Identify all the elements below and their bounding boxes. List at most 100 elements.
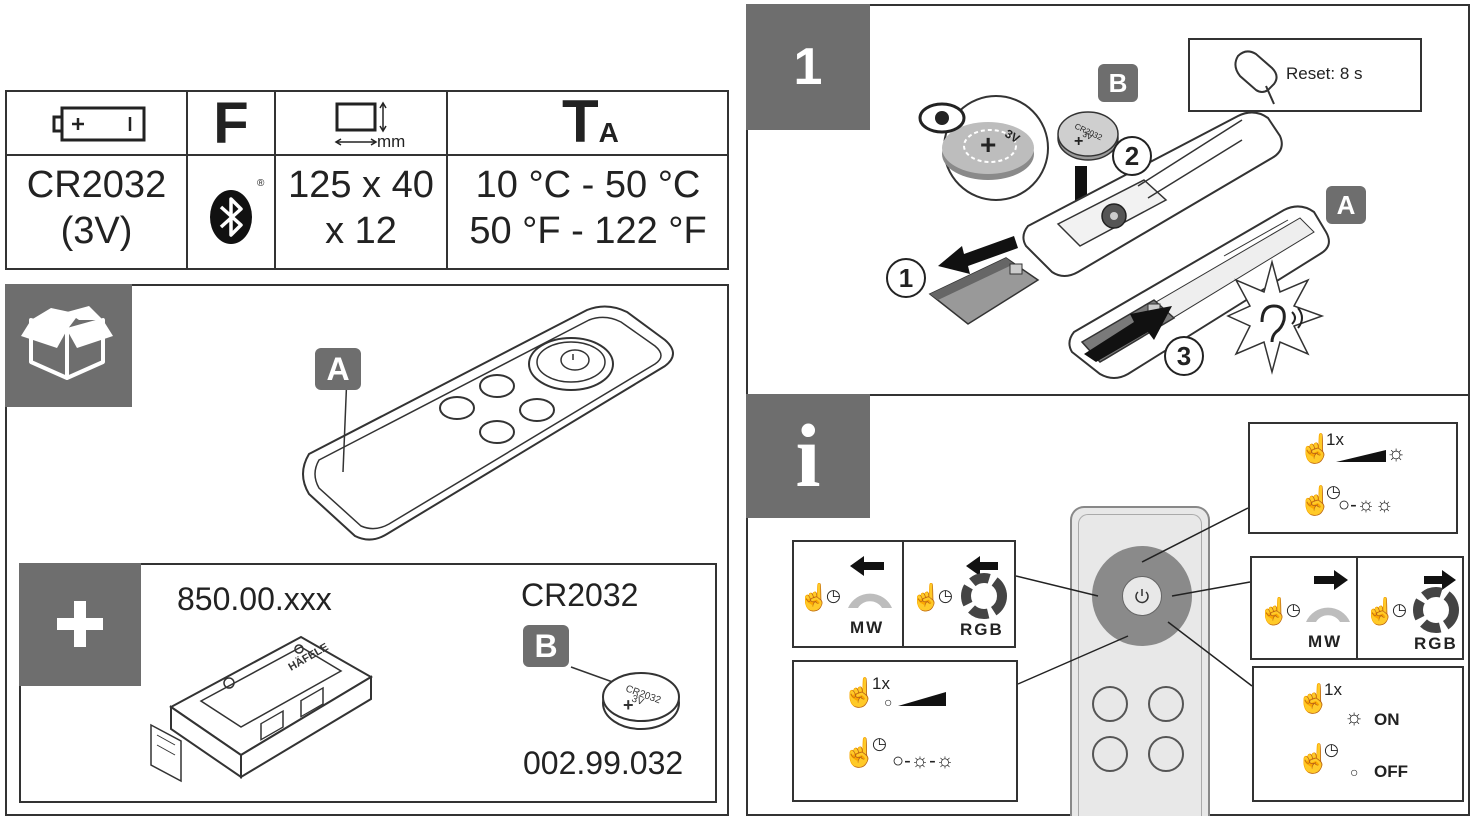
dimensions-spec: 125 x 40 x 12 <box>276 162 446 254</box>
step1-tag: 1 <box>746 4 870 130</box>
preset-button-1[interactable] <box>1092 686 1128 722</box>
spec-divider <box>7 154 727 156</box>
remove-arrow <box>938 236 1018 274</box>
hand-hold-icon: ☝ <box>1298 485 1333 516</box>
step-number-2: 2 <box>1112 136 1152 176</box>
box-icon <box>21 306 113 380</box>
polarity-zoom: + 3V <box>918 95 1049 201</box>
plus-icon <box>57 601 103 647</box>
mw-label: MW <box>1308 632 1343 651</box>
step1-battery: CR2032 3V + <box>1057 111 1119 161</box>
preset-button-2[interactable] <box>1148 686 1184 722</box>
remote-illustration <box>302 305 674 541</box>
ambient-temp-line1: 10 °C - 50 °C <box>475 164 701 206</box>
clock-icon: ◷ <box>1286 600 1301 619</box>
press-count-label: 1x <box>1326 430 1344 449</box>
off-dot-icon: ○ <box>1350 764 1359 780</box>
off-label: OFF <box>1374 762 1408 781</box>
ambient-symbol-sub: A <box>598 117 619 148</box>
coin-text-2: 3V <box>630 693 646 708</box>
remote-label: A <box>315 348 361 390</box>
spec-divider <box>446 92 448 268</box>
spec-divider <box>186 92 188 268</box>
rgb-wheel-icon <box>1413 570 1459 633</box>
hand-icon: ☝ <box>1298 433 1333 464</box>
svg-text:+: + <box>980 129 996 160</box>
step1-label-b: B <box>1098 64 1138 102</box>
step1-panel: 1 Reset: 8 s + 3V B CR2032 3V + <box>746 4 1470 396</box>
brightness-up-box: ☝ 1x ☼ ☝ ◷ ○-☼☼ <box>1248 422 1458 534</box>
ambient-symbol-main: T <box>562 88 599 155</box>
zoom-voltage: 3V <box>1003 126 1023 145</box>
mw-label: MW <box>850 618 885 637</box>
color-cw-box: ☝ ◷ MW ☝ ◷ RGB <box>1250 556 1464 660</box>
hand-hold-icon: ☝ <box>842 737 877 768</box>
clock-icon: ◷ <box>1392 600 1407 619</box>
press-count-label: 1x <box>1324 680 1342 699</box>
remote-front-inner <box>1078 514 1202 816</box>
open-remote <box>1022 111 1283 277</box>
leader-lines <box>1015 507 1253 687</box>
ambient-temp-spec: 10 °C - 50 °C 50 °F - 122 °F <box>448 162 728 254</box>
clock-icon: ◷ <box>1326 482 1341 501</box>
battery-label: B <box>523 625 569 667</box>
step-number-1: 1 <box>886 258 926 298</box>
svg-text:+: + <box>1074 133 1083 150</box>
hand-press-icon <box>1234 50 1278 105</box>
coin-battery-illustration: CR2032 3V + <box>570 666 680 730</box>
info-panel: i ☝ 1x ☼ ☝ ◷ ○-☼☼ ☝ ◷ <box>746 394 1470 816</box>
hand-hold-icon: ☝ <box>1364 596 1397 626</box>
rgb-label: RGB <box>960 620 1004 639</box>
color-ccw-box: ☝ ◷ MW ☝ ◷ RGB <box>792 540 1016 648</box>
preset-button-4[interactable] <box>1148 736 1184 772</box>
clock-icon: ◷ <box>938 586 953 605</box>
svg-text:+: + <box>623 695 634 715</box>
click-sound-icon <box>1226 259 1325 375</box>
hand-icon: ☝ <box>842 677 877 708</box>
mw-arc-icon <box>1306 570 1350 622</box>
preset-button-3[interactable] <box>1092 736 1128 772</box>
hand-hold-icon: ☝ <box>1296 743 1331 774</box>
additional-items-panel: 850.00.xxx HÄFELE CR2032 B CR2032 3V + 0… <box>19 563 717 803</box>
battery-spec: CR2032 (3V) <box>7 162 186 254</box>
step-number-3: 3 <box>1164 336 1204 376</box>
dimensions-unit: mm <box>377 132 406 151</box>
receiver-code: 850.00.xxx <box>177 581 332 617</box>
clock-icon: ◷ <box>1324 740 1339 759</box>
divider <box>902 542 904 646</box>
sun-icon: ☼ <box>1386 440 1407 465</box>
battery-icon <box>52 106 146 142</box>
battery-spec-line2: (3V) <box>60 210 133 252</box>
clock-icon: ◷ <box>872 734 887 753</box>
dimensions-spec-line1: 125 x 40 <box>288 164 434 206</box>
press-count-label: 1x <box>872 674 890 693</box>
bluetooth-icon <box>210 190 252 244</box>
hand-hold-icon: ☝ <box>1258 596 1291 626</box>
receiver-illustration: HÄFELE <box>150 635 373 783</box>
hand-icon: ☝ <box>1296 683 1331 714</box>
reset-callout: Reset: 8 s <box>1188 38 1422 112</box>
ambient-temp-symbol: TA <box>562 90 619 165</box>
step1-battery-text-2: 3V <box>1081 130 1094 143</box>
ambient-temp-line2: 50 °F - 122 °F <box>469 210 707 252</box>
dim-to-bright-icon: ○-☼-☼ <box>892 750 955 772</box>
hand-hold-icon: ☝ <box>798 582 831 612</box>
spec-table: F mm TA CR2032 (3V) ® 125 x 40 x 12 10 °… <box>5 90 729 270</box>
plus-tag <box>19 563 141 686</box>
power-icon <box>1135 589 1149 604</box>
dimensions-spec-line2: x 12 <box>325 210 397 252</box>
insert-cover-arrow <box>1084 306 1172 362</box>
power-button[interactable] <box>1122 576 1162 616</box>
brightness-down-box: ☝ 1x ○ ☝ ◷ ○-☼-☼ <box>792 660 1018 802</box>
info-symbol: i <box>795 406 821 506</box>
battery-spec-line1: CR2032 <box>26 164 167 206</box>
hand-hold-icon: ☝ <box>910 582 943 612</box>
ramp-up-icon <box>898 692 946 706</box>
reset-text: Reset: 8 s <box>1286 64 1363 83</box>
battery-code: 002.99.032 <box>523 745 684 781</box>
rgb-wheel-icon <box>961 556 1007 619</box>
off-dot-icon: ○ <box>884 694 893 710</box>
step1-label-a: A <box>1326 186 1366 224</box>
battery-type: CR2032 <box>521 577 639 613</box>
dim-to-bright-icon: ○-☼☼ <box>1338 494 1394 516</box>
